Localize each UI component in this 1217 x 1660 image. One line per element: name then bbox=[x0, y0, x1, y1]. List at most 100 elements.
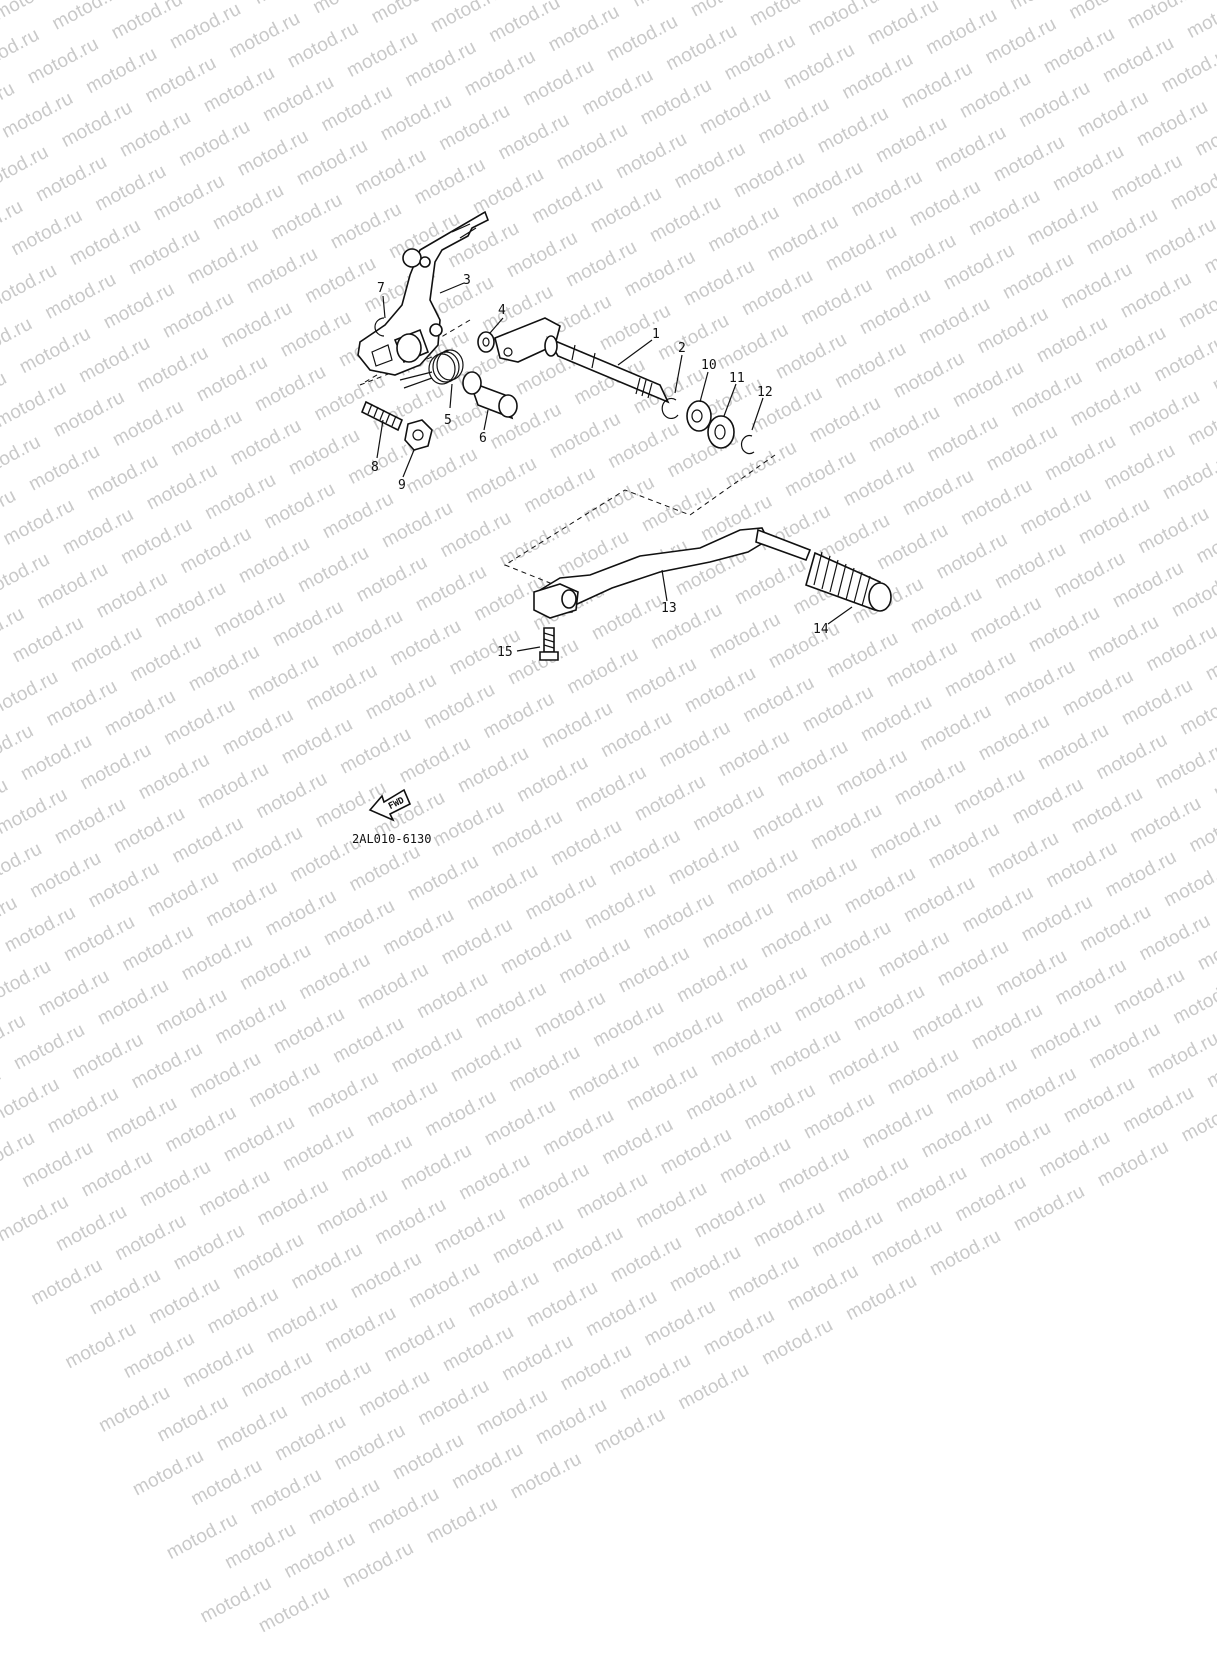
watermark-text: motod.ru bbox=[934, 936, 1013, 992]
watermark-text: motod.ru bbox=[178, 930, 257, 986]
watermark-text: motod.ru bbox=[62, 1318, 141, 1374]
watermark-text: motod.ru bbox=[188, 1455, 267, 1511]
watermark-text: motod.ru bbox=[270, 1003, 349, 1059]
watermark-text: motod.ru bbox=[767, 1025, 846, 1081]
watermark-text: motod.ru bbox=[473, 1385, 552, 1441]
watermark-text: motod.ru bbox=[868, 1216, 947, 1272]
collar-part bbox=[463, 372, 517, 418]
watermark-text: motod.ru bbox=[531, 987, 610, 1043]
watermark-text: motod.ru bbox=[884, 1044, 963, 1100]
watermark-text: motod.ru bbox=[909, 990, 988, 1046]
watermark-text: motod.ru bbox=[347, 1248, 426, 1304]
watermark-text: motod.ru bbox=[438, 914, 517, 970]
watermark-text: motod.ru bbox=[759, 1315, 838, 1371]
watermark-text: motod.ru bbox=[229, 1229, 308, 1285]
watermark-text: motod.ru bbox=[976, 1117, 1055, 1173]
watermark-text: motod.ru bbox=[926, 1225, 1005, 1281]
callout-4: 4 bbox=[498, 303, 506, 318]
watermark-text: motod.ru bbox=[119, 921, 198, 977]
watermark-text: motod.ru bbox=[1110, 965, 1189, 1021]
watermark-text: motod.ru bbox=[86, 1264, 165, 1320]
watermark-text: motod.ru bbox=[481, 1095, 560, 1151]
watermark-text: motod.ru bbox=[447, 1032, 526, 1088]
watermark-text: motod.ru bbox=[305, 1474, 384, 1530]
watermark-text: motod.ru bbox=[449, 1439, 528, 1495]
watermark-text: motod.ru bbox=[246, 1057, 325, 1113]
watermark-text: motod.ru bbox=[237, 940, 316, 996]
watermark-text: motod.ru bbox=[413, 968, 492, 1024]
callout-1: 1 bbox=[652, 327, 660, 342]
watermark-text: motod.ru bbox=[69, 1029, 148, 1085]
callout-7: 7 bbox=[377, 281, 385, 296]
watermark-text: motod.ru bbox=[331, 1420, 410, 1476]
watermark-text: motod.ru bbox=[247, 1464, 326, 1520]
watermark-text: motod.ru bbox=[791, 971, 870, 1027]
callout-14: 14 bbox=[813, 622, 829, 637]
watermark-text: motod.ru bbox=[422, 1086, 501, 1142]
watermark-text: motod.ru bbox=[507, 1448, 586, 1504]
watermark-text: motod.ru bbox=[136, 1156, 215, 1212]
watermark-text: motod.ru bbox=[775, 1143, 854, 1199]
watermark-text: motod.ru bbox=[1094, 1136, 1173, 1192]
watermark-text: motod.ru bbox=[1086, 1018, 1165, 1074]
watermark-text: motod.ru bbox=[355, 1366, 434, 1422]
watermark-text: motod.ru bbox=[573, 1169, 652, 1225]
watermark-text: motod.ru bbox=[272, 1411, 351, 1467]
watermark-text: motod.ru bbox=[255, 1582, 334, 1638]
callout-2: 2 bbox=[678, 341, 686, 356]
callout-8: 8 bbox=[371, 460, 379, 475]
watermark-text: motod.ru bbox=[633, 1178, 712, 1234]
watermark-text: motod.ru bbox=[154, 1392, 233, 1448]
watermark-text: motod.ru bbox=[825, 1035, 904, 1091]
watermark-text: motod.ru bbox=[163, 1509, 242, 1565]
watermark-text: motod.ru bbox=[532, 1394, 611, 1450]
callout-10: 10 bbox=[701, 358, 717, 373]
diagram-code: 2AL010-6130 bbox=[352, 832, 431, 846]
watermark-text: motod.ru bbox=[204, 1283, 283, 1339]
watermark-text: motod.ru bbox=[338, 1131, 417, 1187]
watermark-text: motod.ru bbox=[0, 1064, 5, 1120]
watermark-text: motod.ru bbox=[623, 1060, 702, 1116]
watermark-text: motod.ru bbox=[0, 1010, 30, 1066]
watermark-text: motod.ru bbox=[850, 980, 929, 1036]
watermark-text: motod.ru bbox=[388, 1022, 467, 1078]
watermark-text: motod.ru bbox=[800, 1089, 879, 1145]
watermark-text: motod.ru bbox=[757, 908, 836, 964]
watermark-text: motod.ru bbox=[607, 1232, 686, 1288]
watermark-text: motod.ru bbox=[716, 1133, 795, 1189]
washer-4-part bbox=[478, 332, 494, 352]
watermark-text: motod.ru bbox=[952, 1171, 1031, 1227]
watermark-text: motod.ru bbox=[784, 1260, 863, 1316]
shift-shaft-part bbox=[495, 318, 668, 402]
watermark-text: motod.ru bbox=[10, 1019, 89, 1075]
watermark-text: motod.ru bbox=[146, 1274, 225, 1330]
callout-6: 6 bbox=[479, 431, 487, 446]
watermark-text: motod.ru bbox=[196, 1166, 275, 1222]
washer-11-part bbox=[708, 416, 734, 448]
callout-11: 11 bbox=[729, 371, 745, 386]
watermark-text: motod.ru bbox=[254, 1175, 333, 1231]
watermark-text: motod.ru bbox=[657, 1124, 736, 1180]
watermark-text: motod.ru bbox=[78, 1147, 157, 1203]
leader-lines bbox=[377, 283, 852, 651]
watermark-text: motod.ru bbox=[128, 1038, 207, 1094]
watermark-text: motod.ru bbox=[499, 1331, 578, 1387]
callout-15: 15 bbox=[497, 645, 513, 660]
watermark-text: motod.ru bbox=[238, 1347, 317, 1403]
watermark-text: motod.ru bbox=[28, 1255, 107, 1311]
watermark-text: motod.ru bbox=[212, 994, 291, 1050]
watermark-text: motod.ru bbox=[599, 1114, 678, 1170]
watermark-text: motod.ru bbox=[943, 1054, 1022, 1110]
watermark-text: motod.ru bbox=[397, 1140, 476, 1196]
watermark-text: motod.ru bbox=[741, 1079, 820, 1135]
watermark-text: motod.ru bbox=[389, 1430, 468, 1486]
watermark-text: motod.ru bbox=[1026, 1009, 1105, 1065]
watermark-text: motod.ru bbox=[875, 927, 954, 983]
watermark-text: motod.ru bbox=[472, 978, 551, 1034]
watermark-text: motod.ru bbox=[893, 1162, 972, 1218]
watermark-text: motod.ru bbox=[539, 1105, 618, 1161]
watermark-text: motod.ru bbox=[859, 1098, 938, 1154]
watermark-text: motod.ru bbox=[60, 911, 139, 967]
watermark-text: motod.ru bbox=[549, 1222, 628, 1278]
